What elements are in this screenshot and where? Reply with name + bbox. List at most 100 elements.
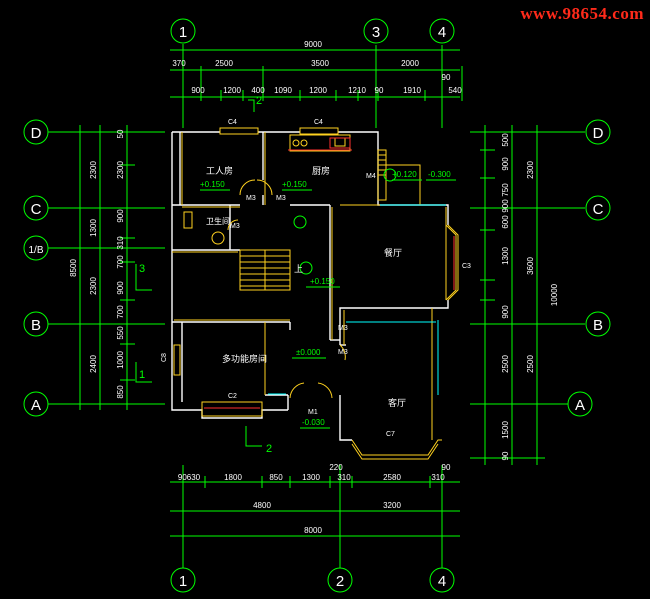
room-kitchen: 厨房 xyxy=(312,165,330,177)
dim-right-c1-4: 600 xyxy=(501,215,510,229)
dim-left-c2-5: 900 xyxy=(116,281,125,295)
dim-top-r2-1: 1200 xyxy=(223,86,241,95)
dim-top-r2-5: 1210 xyxy=(348,86,366,95)
dim-right-c2-1: 3600 xyxy=(526,257,535,275)
dim-bot-r1-4: 310 xyxy=(337,473,351,482)
tag-c3: C3 xyxy=(462,263,471,270)
dim-left-overall: 8500 xyxy=(69,259,78,277)
dim-left-c2-0: 50 xyxy=(116,129,125,138)
axis-bottom-4: 4 xyxy=(438,573,446,590)
dim-left-c2-2: 900 xyxy=(116,209,125,223)
dim-top-r2-2: 400 xyxy=(251,86,265,95)
axis-left-a: A xyxy=(31,397,41,414)
dim-top-overall: 9000 xyxy=(304,40,322,49)
tag-c8: C8 xyxy=(161,353,168,362)
dim-top-side: 90 xyxy=(442,73,451,82)
axis-right-a: A xyxy=(575,397,585,414)
dim-right-c1-9: 90 xyxy=(501,451,510,460)
axis-left-c: C xyxy=(31,201,42,218)
top-dimension-text: 9000 370 2500 3500 2000 90 900 1200 400 … xyxy=(172,40,462,95)
tag-m3-c: M3 xyxy=(230,223,240,230)
dim-right-c1-6: 900 xyxy=(501,305,510,319)
dim-left-c2-7: 550 xyxy=(116,326,125,340)
room-multipurpose: 多功能房间 xyxy=(222,353,267,365)
axis-left-b: B xyxy=(31,317,41,334)
room-bathroom: 卫生间 xyxy=(206,216,230,226)
walls xyxy=(171,131,449,441)
level-leaders xyxy=(200,179,456,440)
dim-bot-overall: 8000 xyxy=(304,526,322,535)
dim-bot-r2-1: 3200 xyxy=(383,501,401,510)
dim-right-c1-5: 1300 xyxy=(501,247,510,265)
dim-right-c1-1: 900 xyxy=(501,157,510,171)
tag-c7: C7 xyxy=(386,431,395,438)
level-worker: +0.150 xyxy=(200,180,225,189)
level-rear-1: +0.120 xyxy=(392,170,417,179)
dim-right-c1-3: 900 xyxy=(501,199,510,213)
level-labels: +0.150 +0.150 +0.120 -0.300 +0.150 ±0.00… xyxy=(200,170,451,427)
room-worker: 工人房 xyxy=(206,165,233,177)
dim-left-c1-1: 1300 xyxy=(89,219,98,237)
section-mark-1: 1 xyxy=(139,369,145,381)
section-mark-2-bottom: 2 xyxy=(266,443,272,455)
tag-c4-a: C4 xyxy=(228,119,237,126)
dim-left-c1-0: 2300 xyxy=(89,161,98,179)
dim-top-r2-6: 90 xyxy=(375,86,384,95)
dim-bot-r1-1: 1800 xyxy=(224,473,242,482)
section-markers xyxy=(135,99,397,447)
level-hall: ±0.000 xyxy=(296,348,321,357)
axis-top-4: 4 xyxy=(438,24,446,41)
level-entry: -0.030 xyxy=(302,418,325,427)
bottom-dimension-text: 90630 1800 850 1300 310 2580 310 220 90 … xyxy=(178,463,451,535)
axis-leaders xyxy=(48,44,585,568)
axis-top-1: 1 xyxy=(179,24,187,41)
tag-m3-a: M3 xyxy=(246,195,256,202)
section-marker-labels: 2 2 3 1 xyxy=(139,95,272,455)
tag-m4: M4 xyxy=(366,173,376,180)
dim-top-r1-1: 2500 xyxy=(215,59,233,68)
dim-bot-r2-0: 4800 xyxy=(253,501,271,510)
dim-left-c1-3: 2400 xyxy=(89,355,98,373)
axis-right-d: D xyxy=(593,125,604,142)
stair-up-label: 上 xyxy=(294,264,303,275)
red-accents xyxy=(204,137,455,409)
dim-right-overall: 10000 xyxy=(550,283,559,306)
level-rear-2: -0.300 xyxy=(428,170,451,179)
dim-right-c1-7: 2500 xyxy=(501,355,510,373)
dim-top-r2-7: 1910 xyxy=(403,86,421,95)
dim-left-c2-6: 700 xyxy=(116,305,125,319)
axis-right-b: B xyxy=(593,317,603,334)
level-kitchen: +0.150 xyxy=(282,180,307,189)
watermark: www.98654.com xyxy=(520,4,644,23)
dim-bot-r1-2: 850 xyxy=(269,473,283,482)
tag-m3-b: M3 xyxy=(276,195,286,202)
axis-right-c: C xyxy=(593,201,604,218)
tag-m3-d: M3 xyxy=(338,325,348,332)
dim-left-c2-3: 310 xyxy=(116,236,125,250)
axis-bubbles xyxy=(23,18,611,593)
dim-top-r2-0: 900 xyxy=(191,86,205,95)
window-tags: C4 C4 C3 C2 C7 C8 xyxy=(161,119,471,438)
tag-m3-e: M3 xyxy=(338,349,348,356)
dim-bot-r1-5: 2580 xyxy=(383,473,401,482)
section-mark-2-top: 2 xyxy=(256,95,262,107)
dim-left-c1-2: 2300 xyxy=(89,277,98,295)
axis-bottom-1: 1 xyxy=(179,573,187,590)
dim-left-c2-8: 1000 xyxy=(116,351,125,369)
left-dimension-text: 8500 2300 1300 2300 2400 50 2300 900 310… xyxy=(69,129,125,399)
dim-bot-small-0: 220 xyxy=(329,463,343,472)
axis-left-1b: 1/B xyxy=(28,245,43,256)
axis-left-d: D xyxy=(31,125,42,142)
dimension-lines xyxy=(75,45,560,570)
room-dining: 餐厅 xyxy=(384,247,402,259)
dim-top-r2-8: 540 xyxy=(448,86,462,95)
dim-top-r1-2: 3500 xyxy=(311,59,329,68)
dim-left-c2-4: 700 xyxy=(116,255,125,269)
dim-right-c1-8: 1500 xyxy=(501,421,510,439)
dim-left-c2-1: 2300 xyxy=(116,161,125,179)
dim-top-r1-3: 2000 xyxy=(401,59,419,68)
level-dining: +0.150 xyxy=(310,277,335,286)
yellow-partitions xyxy=(172,127,459,460)
